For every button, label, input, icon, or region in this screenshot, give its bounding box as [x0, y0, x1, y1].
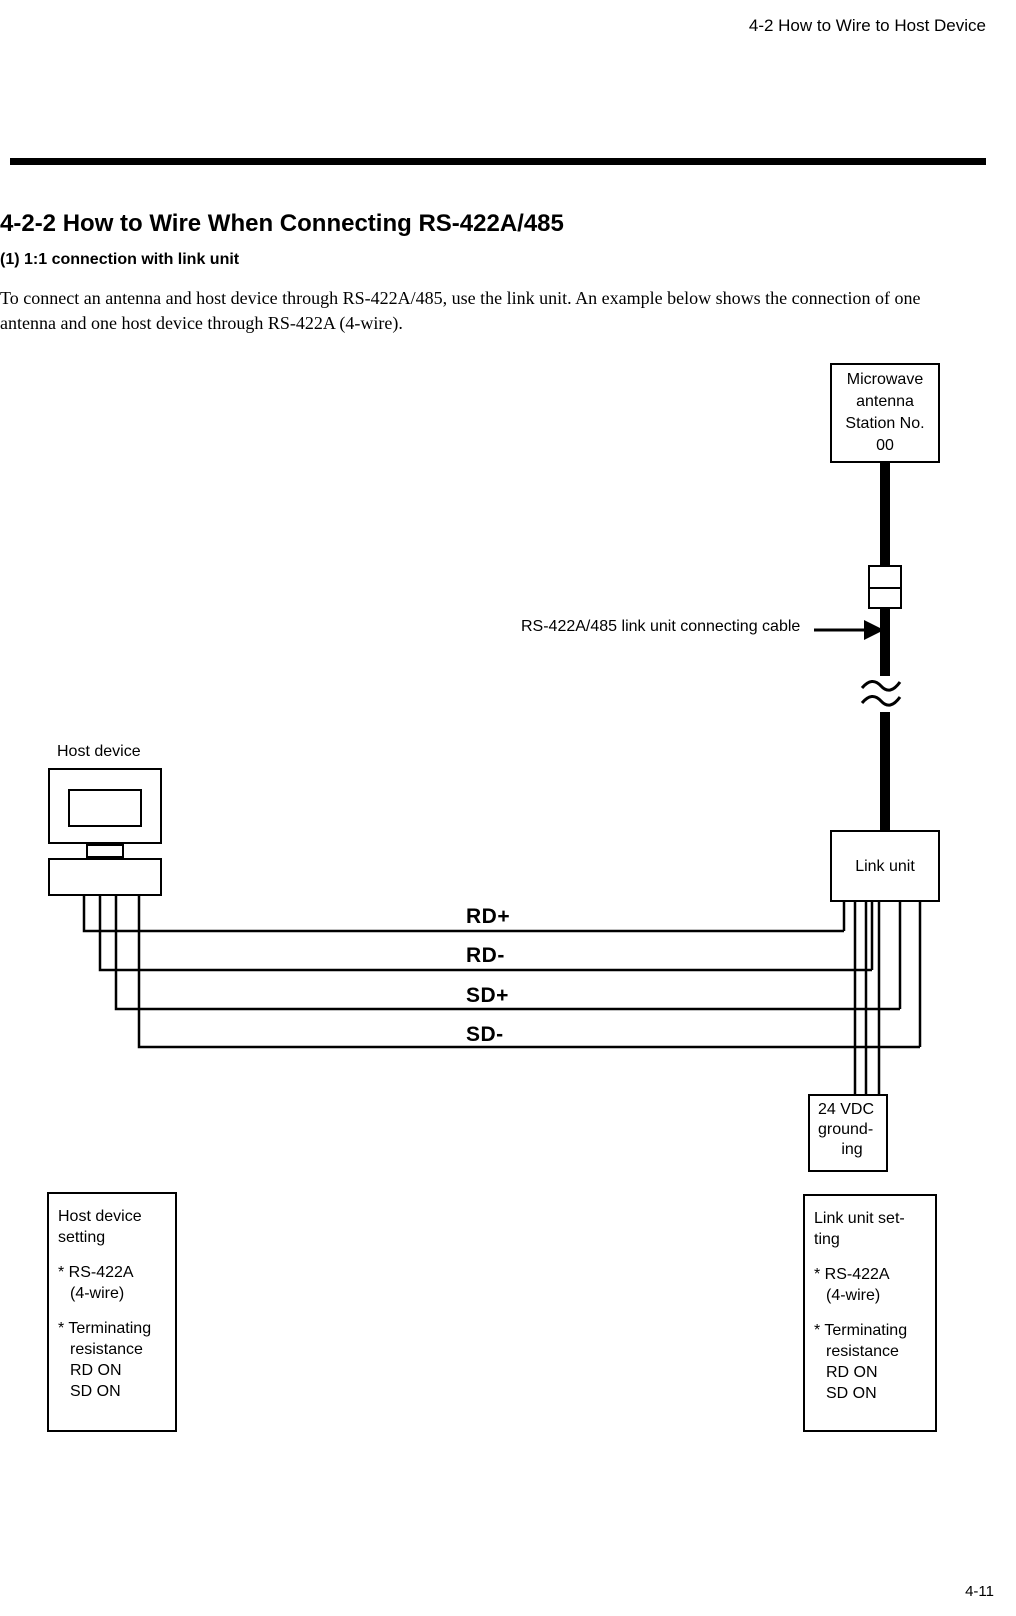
host-setting-item1-line2: (4-wire) [70, 1285, 125, 1302]
section-heading: 4-2-2 How to Wire When Connecting RS-422… [0, 210, 564, 238]
wire-host-rd-minus [98, 896, 872, 972]
link-unit-setting-box: Link unit set- ting * RS-422A (4-wire) *… [803, 1194, 937, 1432]
antenna-label: Microwave antenna Station No. 00 [845, 369, 924, 457]
antenna-cable-lower-segment [880, 712, 890, 834]
wire-host-rd-plus [82, 896, 844, 933]
page-header: 4-2 How to Wire to Host Device [748, 16, 986, 35]
vdc-grounding-line1: 24 VDC [818, 1101, 875, 1118]
host-setting-spacer-2 [58, 1304, 175, 1318]
antenna-label-line2: antenna [856, 393, 914, 410]
host-setting-item2-line4: SD ON [70, 1383, 121, 1400]
cable-break-squiggle-bottom [860, 695, 902, 707]
wire-host-sd-plus [114, 896, 900, 1011]
signal-label-sd-minus: SD- [466, 1023, 504, 1046]
cable-connector-icon [868, 565, 902, 609]
antenna-label-line4: 00 [876, 437, 894, 454]
host-device-base-unit [48, 858, 162, 896]
link-unit-box: Link unit [830, 830, 940, 902]
host-setting-item2-line3: RD ON [70, 1362, 122, 1379]
vdc-grounding-line2: ground- [818, 1121, 874, 1138]
cable-connector-divider [870, 587, 900, 589]
page-footer: 4-11 [965, 1583, 994, 1600]
vdc-grounding-line3: ing [841, 1141, 863, 1158]
vdc-grounding-label: 24 VDC ground- ing [818, 1100, 886, 1160]
host-setting-item2-line1: * Terminating [58, 1320, 152, 1337]
antenna-label-line3: Station No. [845, 415, 925, 432]
host-device-label: Host device [57, 743, 141, 760]
antenna-label-line1: Microwave [846, 371, 924, 388]
host-device-screen [68, 789, 142, 827]
link-setting-item2-line2: resistance [826, 1343, 899, 1360]
signal-label-rd-minus: RD- [466, 944, 505, 967]
cable-break-squiggle-top [860, 680, 902, 692]
host-device-setting-box: Host device setting * RS-422A (4-wire) *… [47, 1192, 177, 1432]
link-setting-title-line1: Link unit set- [814, 1210, 905, 1227]
link-setting-item1-line2: (4-wire) [826, 1287, 881, 1304]
link-setting-item1-line1: * RS-422A [814, 1266, 890, 1283]
link-unit-label: Link unit [855, 857, 915, 875]
link-setting-title-line2: ting [814, 1231, 840, 1248]
sub-heading: (1) 1:1 connection with link unit [0, 251, 240, 269]
intro-paragraph: To connect an antenna and host device th… [0, 288, 921, 333]
signal-label-rd-plus: RD+ [466, 905, 511, 928]
host-setting-title-line2: setting [58, 1229, 106, 1246]
link-setting-item2-line1: * Terminating [814, 1322, 908, 1339]
microwave-antenna-box: Microwave antenna Station No. 00 [830, 363, 940, 463]
wire-host-sd-minus [137, 896, 920, 1049]
host-setting-item2-line2: resistance [70, 1341, 143, 1358]
link-setting-item2-line4: SD ON [826, 1385, 877, 1402]
host-setting-item1-line1: * RS-422A [58, 1264, 134, 1281]
antenna-cable-upper-segment [880, 463, 890, 571]
link-setting-spacer-2 [814, 1306, 935, 1320]
cable-callout-label: RS-422A/485 link unit connecting cable [521, 618, 801, 635]
antenna-cable-middle-segment [880, 608, 890, 676]
host-setting-title-line1: Host device [58, 1208, 142, 1225]
host-device-stand-neck [86, 844, 124, 858]
signal-label-sd-plus: SD+ [466, 984, 509, 1007]
link-setting-item2-line3: RD ON [826, 1364, 878, 1381]
host-setting-spacer-1 [58, 1248, 175, 1262]
link-setting-spacer-1 [814, 1250, 935, 1264]
header-divider-rule [10, 158, 986, 165]
vdc-grounding-box: 24 VDC ground- ing [808, 1094, 888, 1172]
callout-arrow-head [864, 620, 884, 640]
